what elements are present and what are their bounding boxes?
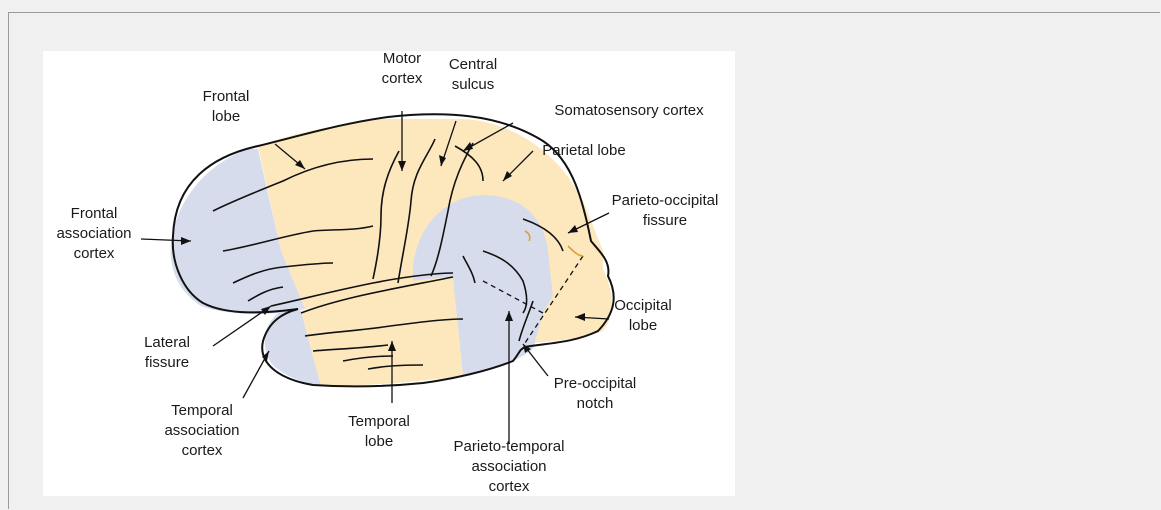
label-line: lobe [365, 433, 393, 450]
label-line: lobe [629, 317, 657, 334]
label-line: Parieto-temporal [454, 438, 565, 455]
label-line: association [56, 225, 131, 242]
label-line: fissure [145, 354, 189, 371]
label-line: Motor [383, 51, 421, 67]
label-line: Occipital [614, 297, 672, 314]
label-frontal-association-cortex: Frontal association cortex [56, 205, 131, 262]
label-pre-occipital-notch: Pre-occipital notch [554, 375, 637, 412]
label-parietal-lobe: Parietal lobe [542, 142, 625, 159]
label-line: Pre-occipital [554, 375, 637, 392]
label-frontal-lobe: Frontal lobe [203, 88, 250, 125]
label-line: cortex [382, 70, 423, 87]
label-line: Frontal [203, 88, 250, 105]
label-motor-cortex: Motor cortex [382, 51, 423, 87]
label-somatosensory-cortex: Somatosensory cortex [554, 102, 704, 119]
label-line: lobe [212, 108, 240, 125]
label-line: Temporal [171, 402, 233, 419]
label-line: Lateral [144, 334, 190, 351]
image-viewer: Frontal lobe Motor cortex Central sulcus So… [8, 12, 1160, 509]
label-line: Frontal [71, 205, 118, 222]
label-lateral-fissure: Lateral fissure [144, 334, 190, 371]
label-line: Parietal lobe [542, 142, 625, 159]
label-line: cortex [74, 245, 115, 262]
label-line: notch [577, 395, 614, 412]
label-central-sulcus: Central sulcus [449, 56, 497, 93]
label-line: sulcus [452, 76, 495, 93]
label-line: association [471, 458, 546, 475]
label-line: Parieto-occipital [612, 192, 719, 209]
brain-diagram-figure: Frontal lobe Motor cortex Central sulcus So… [43, 51, 735, 496]
label-parieto-temporal-association-cortex: Parieto-temporal association cortex [454, 438, 565, 495]
label-line: Somatosensory cortex [554, 102, 704, 119]
label-temporal-lobe: Temporal lobe [348, 413, 410, 450]
label-occipital-lobe: Occipital lobe [614, 297, 672, 334]
label-parieto-occipital-fissure: Parieto-occipital fissure [612, 192, 719, 229]
label-line: Temporal [348, 413, 410, 430]
label-line: cortex [489, 478, 530, 495]
label-line: cortex [182, 442, 223, 459]
label-line: association [164, 422, 239, 439]
label-line: Central [449, 56, 497, 73]
brain-diagram: Frontal lobe Motor cortex Central sulcus So… [43, 51, 735, 496]
label-line: fissure [643, 212, 687, 229]
label-temporal-association-cortex: Temporal association cortex [164, 402, 239, 459]
